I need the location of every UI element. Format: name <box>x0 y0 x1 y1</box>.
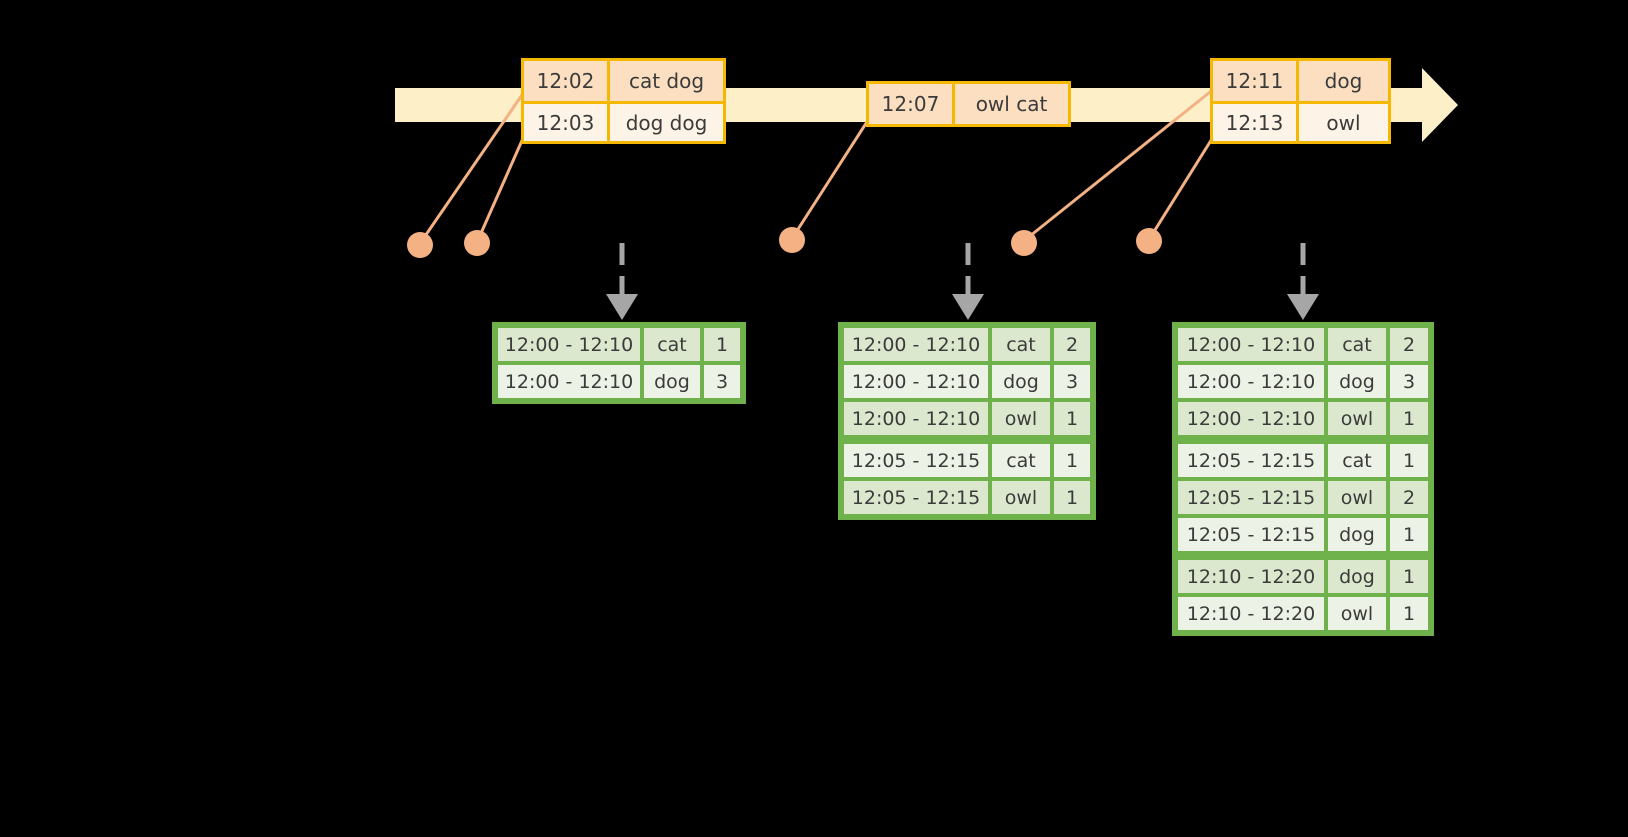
stream-dot-5 <box>1136 228 1162 254</box>
stream-dot-3 <box>779 227 805 253</box>
table-cell-word: dog <box>1326 363 1388 400</box>
connector-line-2 <box>476 135 526 241</box>
table-cell-count: 1 <box>1388 400 1430 437</box>
table-cell-count: 1 <box>1388 442 1430 479</box>
dashed-arrow-heads <box>606 294 1319 320</box>
table-cell-window: 12:05 - 12:15 <box>842 479 990 516</box>
table-cell-word: cat <box>990 326 1052 363</box>
table-cell-window: 12:10 - 12:20 <box>1176 558 1326 595</box>
table-cell-count: 3 <box>702 363 742 400</box>
table-cell-window: 12:05 - 12:15 <box>1176 516 1326 553</box>
event-time: 12:07 <box>869 84 955 124</box>
event-box-1[interactable]: 12:02 cat dog 12:03 dog dog <box>521 58 726 144</box>
table-cell-count: 2 <box>1388 479 1430 516</box>
table-cell-word: owl <box>1326 595 1388 632</box>
table-cell-count: 1 <box>1052 400 1092 437</box>
table-cell-word: dog <box>642 363 702 400</box>
table-cell-word: cat <box>1326 442 1388 479</box>
table-cell-count: 1 <box>702 326 742 363</box>
event-row: 12:13 owl <box>1213 101 1388 141</box>
table-cell-count: 1 <box>1052 442 1092 479</box>
table-cell-word: cat <box>1326 326 1388 363</box>
dashed-arrow-head-1 <box>606 294 638 320</box>
table-cell-word: owl <box>990 479 1052 516</box>
event-box-3[interactable]: 12:11 dog 12:13 owl <box>1210 58 1391 144</box>
event-time: 12:02 <box>524 61 610 101</box>
table-cell-window: 12:00 - 12:10 <box>842 326 990 363</box>
table-cell-word: dog <box>1326 516 1388 553</box>
table-cell-word: dog <box>990 363 1052 400</box>
table-cell-count: 3 <box>1052 363 1092 400</box>
dashed-arrow-head-3 <box>1287 294 1319 320</box>
stream-dot-2 <box>464 230 490 256</box>
event-words: cat dog <box>610 61 723 101</box>
stream-dot-4 <box>1011 230 1037 256</box>
table-cell-word: dog <box>1326 558 1388 595</box>
table-cell-count: 1 <box>1052 479 1092 516</box>
table-cell-window: 12:05 - 12:15 <box>1176 442 1326 479</box>
table-cell-count: 3 <box>1388 363 1430 400</box>
table-cell-window: 12:00 - 12:10 <box>1176 363 1326 400</box>
table-cell-word: cat <box>990 442 1052 479</box>
event-words: owl <box>1299 104 1388 141</box>
table-cell-count: 1 <box>1388 516 1430 553</box>
dashed-arrow-head-2 <box>952 294 984 320</box>
stream-dots <box>407 227 1162 258</box>
table-cell-window: 12:00 - 12:10 <box>1176 326 1326 363</box>
table-cell-window: 12:05 - 12:15 <box>842 442 990 479</box>
table-cell-count: 1 <box>1388 558 1430 595</box>
event-row: 12:11 dog <box>1213 61 1388 101</box>
table-cell-word: cat <box>642 326 702 363</box>
event-time: 12:03 <box>524 104 610 141</box>
table-cell-word: owl <box>990 400 1052 437</box>
connector-line-3 <box>791 113 874 238</box>
table-cell-window: 12:00 - 12:10 <box>1176 400 1326 437</box>
table-cell-count: 2 <box>1388 326 1430 363</box>
table-cell-word: owl <box>1326 400 1388 437</box>
connector-line-5 <box>1148 133 1217 239</box>
event-row: 12:07 owl cat <box>869 84 1068 124</box>
stream-dot-1 <box>407 232 433 258</box>
event-row: 12:02 cat dog <box>524 61 723 101</box>
event-time: 12:13 <box>1213 104 1299 141</box>
event-words: owl cat <box>955 84 1068 124</box>
event-words: dog dog <box>610 104 723 141</box>
table-cell-window: 12:00 - 12:10 <box>496 363 642 400</box>
event-words: dog <box>1299 61 1388 101</box>
event-box-2[interactable]: 12:07 owl cat <box>866 81 1071 127</box>
table-cell-window: 12:05 - 12:15 <box>1176 479 1326 516</box>
dashed-arrows <box>619 243 1306 300</box>
table-cell-count: 1 <box>1388 595 1430 632</box>
table-cell-window: 12:10 - 12:20 <box>1176 595 1326 632</box>
table-cell-count: 2 <box>1052 326 1092 363</box>
connector-line-1 <box>419 91 526 243</box>
event-time: 12:11 <box>1213 61 1299 101</box>
table-cell-word: owl <box>1326 479 1388 516</box>
table-cell-window: 12:00 - 12:10 <box>842 400 990 437</box>
table-cell-window: 12:00 - 12:10 <box>496 326 642 363</box>
event-row: 12:03 dog dog <box>524 101 723 141</box>
table-cell-window: 12:00 - 12:10 <box>842 363 990 400</box>
